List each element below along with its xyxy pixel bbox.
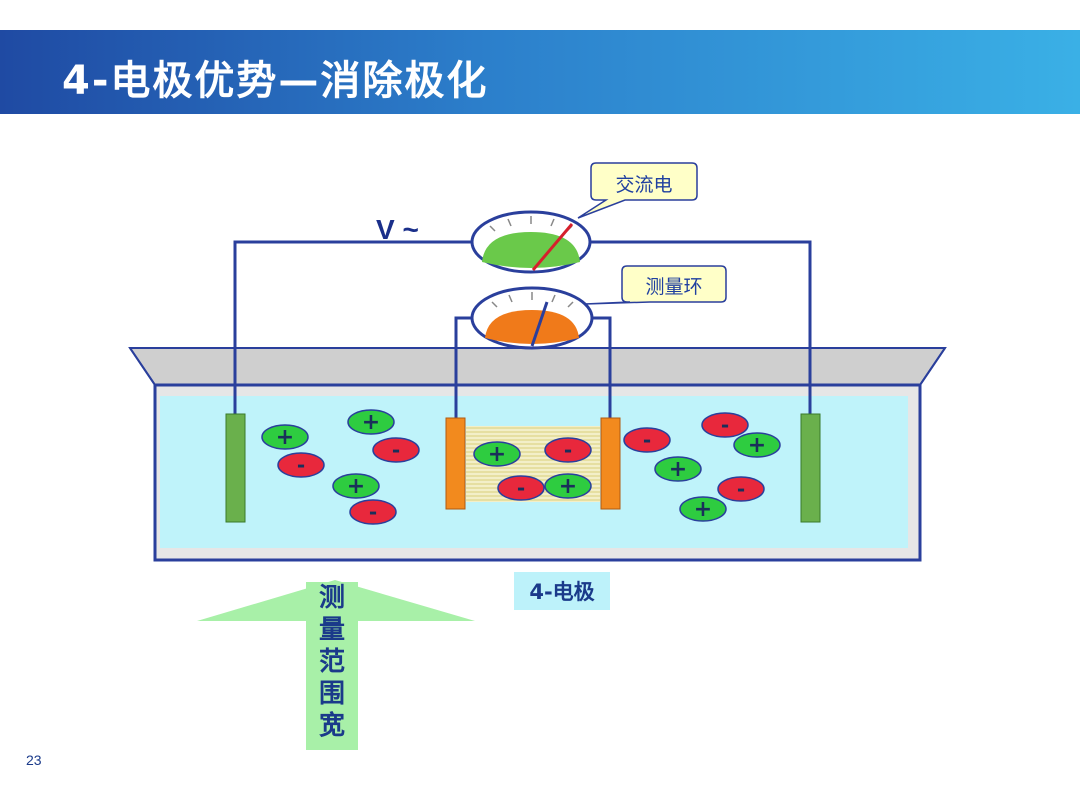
ions: ++--+-+--+--++-+ xyxy=(261,409,781,525)
inner-electrode-left xyxy=(445,417,466,510)
positive-ion: + xyxy=(733,432,781,458)
positive-ion: + xyxy=(654,456,702,482)
ion-sign: + xyxy=(488,442,506,467)
positive-ion: + xyxy=(347,409,395,435)
electrode-label: 4-电极 xyxy=(514,572,610,610)
range-char-1: 测 xyxy=(318,583,345,613)
ion-sign: + xyxy=(748,433,766,458)
range-char-2: 量 xyxy=(318,615,345,645)
range-char-4: 围 xyxy=(318,679,345,709)
slide-title: 4-电极优势—消除极化 xyxy=(62,58,489,104)
ion-sign: - xyxy=(721,413,729,437)
ion-sign: + xyxy=(276,425,294,450)
negative-ion: - xyxy=(623,427,671,453)
ion-sign: - xyxy=(297,453,305,477)
ion-sign: + xyxy=(559,474,577,499)
callout-measure xyxy=(584,265,727,305)
range-arrow-label: 测 量 范 围 宽 xyxy=(306,582,358,750)
measure-meter xyxy=(470,286,594,350)
negative-ion: - xyxy=(277,452,325,478)
negative-ion: - xyxy=(349,499,397,525)
ion-sign: - xyxy=(737,477,745,501)
positive-ion: + xyxy=(679,496,727,522)
ion-sign: + xyxy=(362,410,380,435)
ion-sign: + xyxy=(694,497,712,522)
negative-ion: - xyxy=(717,476,765,502)
ion-sign: + xyxy=(669,457,687,482)
negative-ion: - xyxy=(372,437,420,463)
ion-sign: - xyxy=(564,438,572,462)
negative-ion: - xyxy=(544,437,592,463)
circuit-wires xyxy=(233,240,812,420)
range-char-5: 宽 xyxy=(318,711,345,741)
ion-sign: - xyxy=(369,500,377,524)
measure-meter-needle xyxy=(530,301,549,347)
electrodes xyxy=(225,413,821,523)
positive-ion: + xyxy=(544,473,592,499)
positive-ion: + xyxy=(473,441,521,467)
voltage-label: V ~ xyxy=(376,214,419,245)
ion-sign: + xyxy=(347,474,365,499)
tank-lid-shading xyxy=(128,347,947,386)
ion-sign: - xyxy=(643,428,651,452)
ion-sign: - xyxy=(517,476,525,500)
outer-electrode-left xyxy=(225,413,246,523)
inner-electrode-right xyxy=(600,417,621,510)
slide-header xyxy=(0,30,1080,114)
outer-electrode-right xyxy=(800,413,821,523)
ion-sign: - xyxy=(392,438,400,462)
positive-ion: + xyxy=(261,424,309,450)
callout-measure-text: 测量环 xyxy=(645,276,703,298)
ac-meter xyxy=(470,210,592,274)
callout-ac xyxy=(577,162,698,219)
callout-ac-text: 交流电 xyxy=(615,174,673,196)
positive-ion: + xyxy=(332,473,380,499)
range-char-3: 范 xyxy=(318,647,345,677)
negative-ion: - xyxy=(497,475,545,501)
page-number: 23 xyxy=(26,752,42,768)
negative-ion: - xyxy=(701,412,749,438)
ac-meter-needle xyxy=(531,223,574,271)
